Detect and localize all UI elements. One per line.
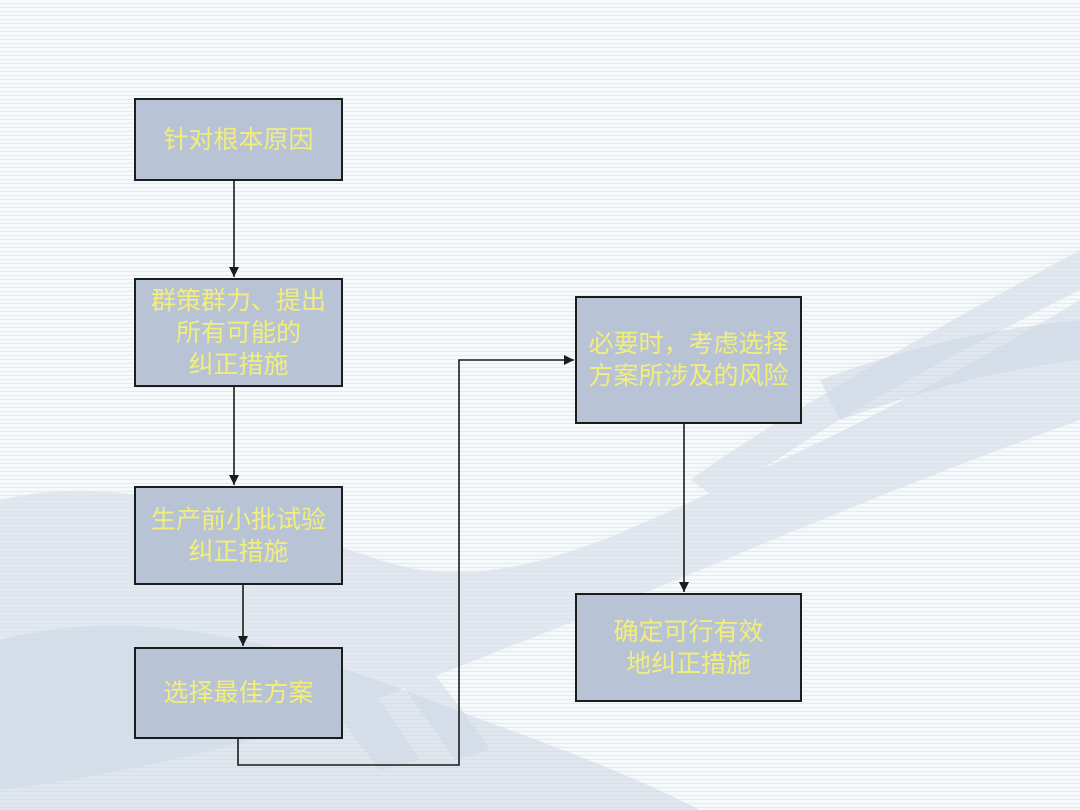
node-brainstorm-line-2: 所有可能的 — [175, 317, 301, 347]
node-risk-consider-line-2: 方案所涉及的风险 — [588, 361, 789, 390]
node-brainstorm: 群策群力、提出 所有可能的 纠正措施 — [134, 278, 343, 387]
node-root-cause-line-1: 针对根本原因 — [163, 124, 314, 154]
node-confirm-effective-line-1: 确定可行有效 — [613, 616, 764, 646]
node-confirm-effective-line-2: 地纠正措施 — [625, 648, 751, 678]
node-risk-consider-line-1: 必要时，考虑选择 — [588, 329, 789, 358]
node-brainstorm-line-1: 群策群力、提出 — [150, 285, 326, 315]
node-pilot-trial: 生产前小批试验 纠正措施 — [134, 486, 343, 585]
node-select-best: 选择最佳方案 — [134, 647, 343, 739]
node-pilot-trial-line-2: 纠正措施 — [188, 536, 289, 566]
node-brainstorm-line-3: 纠正措施 — [188, 349, 289, 379]
node-select-best-line-1: 选择最佳方案 — [163, 678, 314, 707]
node-confirm-effective: 确定可行有效 地纠正措施 — [575, 593, 802, 702]
node-root-cause: 针对根本原因 — [134, 98, 343, 181]
node-pilot-trial-line-1: 生产前小批试验 — [150, 504, 326, 534]
node-risk-consider: 必要时，考虑选择 方案所涉及的风险 — [575, 296, 802, 424]
arrow-select-to-risk — [237, 355, 574, 766]
